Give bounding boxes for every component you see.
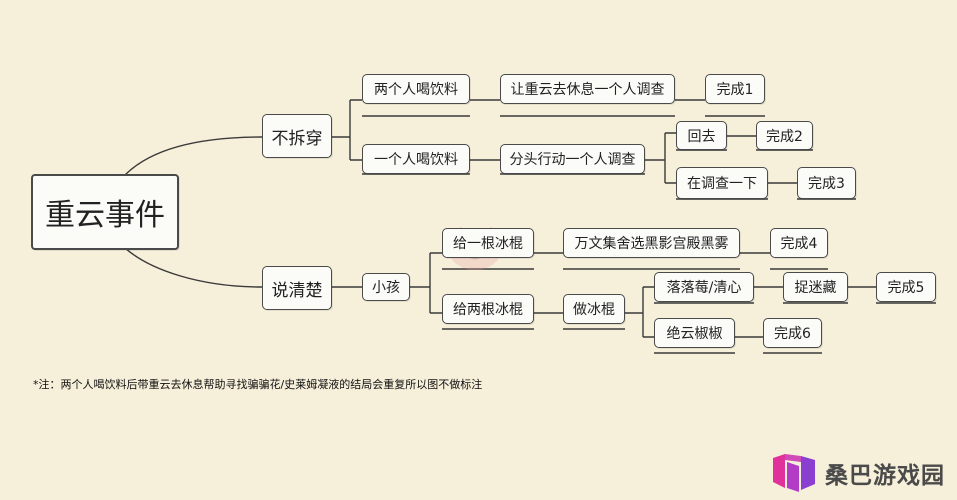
child-node: 小孩 xyxy=(362,273,410,301)
ending-6-label: 完成6 xyxy=(774,326,811,342)
ingredient-berry-mint-label: 落落莓/清心 xyxy=(666,280,742,296)
option-two-drinks-node: 两个人喝饮料 xyxy=(362,74,470,104)
step-shadow-palace-node: 万文集舍选黑影宫殿黑雾 xyxy=(563,228,740,258)
ending-4-label: 完成4 xyxy=(780,236,818,252)
ending-5-label: 完成5 xyxy=(887,280,925,296)
option-one-popsicle-label: 给一根冰棍 xyxy=(453,236,523,252)
branch-explain-label: 说清楚 xyxy=(271,280,323,301)
option-one-drink-node: 一个人喝饮料 xyxy=(362,144,470,174)
step-split-up-node: 分头行动一个人调查 xyxy=(500,144,645,174)
ending-3-label: 完成3 xyxy=(808,176,845,192)
investigate-again-node: 在调查一下 xyxy=(676,167,768,199)
ingredient-berry-mint-node: 落落莓/清心 xyxy=(654,272,754,302)
step-chongyun-rest-node: 让重云去休息一个人调查 xyxy=(500,74,675,104)
branch-explain-node: 说清楚 xyxy=(262,266,332,310)
option-one-popsicle-node: 给一根冰棍 xyxy=(442,228,534,258)
ending-2-label: 完成2 xyxy=(766,128,803,145)
ingredient-pepper-label: 绝云椒椒 xyxy=(666,326,723,342)
ending-5-node: 完成5 xyxy=(876,272,936,302)
go-back-label: 回去 xyxy=(687,128,716,145)
site-logo-icon xyxy=(773,454,815,492)
child-label: 小孩 xyxy=(372,280,400,296)
option-two-popsicles-label: 给两根冰棍 xyxy=(453,302,523,318)
step-make-popsicle-node: 做冰棍 xyxy=(563,294,625,324)
hide-and-seek-label: 捉迷藏 xyxy=(794,280,837,296)
root-node-label: 重云事件 xyxy=(45,198,165,233)
step-make-popsicle-label: 做冰棍 xyxy=(573,302,615,318)
option-two-drinks-label: 两个人喝饮料 xyxy=(374,82,458,98)
ingredient-pepper-node: 绝云椒椒 xyxy=(654,318,735,348)
ending-1-node: 完成1 xyxy=(705,74,765,104)
ending-6-node: 完成6 xyxy=(763,318,822,348)
branch-not-expose-label: 不拆穿 xyxy=(271,128,323,149)
go-back-node: 回去 xyxy=(676,121,727,150)
footnote: *注：两个人喝饮料后带重云去休息帮助寻找骗骗花/史莱姆凝液的结局会重复所以图不做… xyxy=(33,378,483,391)
step-chongyun-rest-label: 让重云去休息一个人调查 xyxy=(510,82,665,98)
ending-4-node: 完成4 xyxy=(770,228,828,258)
step-shadow-palace-label: 万文集舍选黑影宫殿黑雾 xyxy=(574,236,729,252)
ending-2-node: 完成2 xyxy=(756,121,813,150)
step-split-up-label: 分头行动一个人调查 xyxy=(509,152,636,168)
ending-1-label: 完成1 xyxy=(716,82,754,98)
ending-3-node: 完成3 xyxy=(797,167,856,199)
root-node: 重云事件 xyxy=(31,174,179,250)
site-logo: 桑巴游戏园 xyxy=(771,450,953,496)
investigate-again-label: 在调查一下 xyxy=(687,176,757,192)
branch-not-expose-node: 不拆穿 xyxy=(262,114,332,158)
option-one-drink-label: 一个人喝饮料 xyxy=(374,152,458,168)
option-two-popsicles-node: 给两根冰棍 xyxy=(442,294,534,324)
site-logo-text: 桑巴游戏园 xyxy=(825,463,945,489)
hide-and-seek-node: 捉迷藏 xyxy=(783,272,848,302)
